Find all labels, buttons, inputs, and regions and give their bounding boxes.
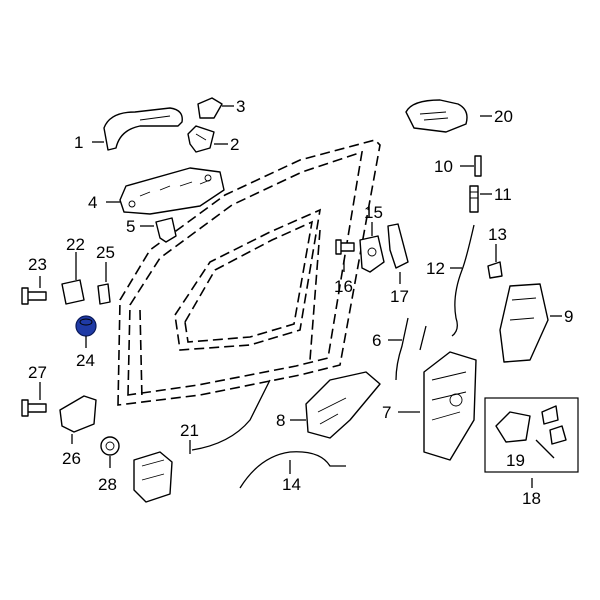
part-grommet-28 bbox=[100, 436, 120, 456]
callout-6: 6 bbox=[372, 331, 381, 350]
callout-26: 26 bbox=[62, 449, 81, 468]
callout-18: 18 bbox=[522, 489, 541, 508]
part-hinge-26 bbox=[59, 395, 97, 433]
part-rod-6 bbox=[395, 317, 409, 381]
callout-13: 13 bbox=[488, 225, 507, 244]
part-bolt-27 bbox=[21, 399, 47, 417]
part-bolt-23 bbox=[21, 287, 47, 305]
part-cable-14 bbox=[239, 451, 346, 489]
callout-8: 8 bbox=[276, 411, 285, 430]
callout-23-25: 25 bbox=[96, 243, 115, 262]
callout-4: 4 bbox=[88, 193, 97, 212]
callout-14: 14 bbox=[282, 475, 301, 494]
part-bracket-8 bbox=[305, 371, 381, 439]
part-door-latch bbox=[419, 325, 477, 461]
callout-19: 19 bbox=[506, 451, 525, 470]
callout-22: 22 bbox=[66, 235, 85, 254]
part-outside-handle bbox=[103, 107, 183, 151]
callout-5: 5 bbox=[126, 217, 135, 236]
part-handle-cover bbox=[197, 97, 223, 119]
part-pin-11 bbox=[469, 185, 479, 213]
part-cap-24-highlighted bbox=[75, 315, 97, 337]
part-striker-plate bbox=[359, 235, 385, 273]
part-actuator-21 bbox=[133, 379, 271, 503]
callout-12: 12 bbox=[426, 259, 445, 278]
part-handle-bracket bbox=[119, 167, 225, 215]
callout-20: 20 bbox=[494, 107, 513, 126]
part-bolt-16 bbox=[335, 239, 355, 255]
leader-lines bbox=[39, 105, 562, 474]
callout-27: 27 bbox=[28, 363, 47, 382]
callout-21: 21 bbox=[180, 421, 199, 440]
callout-11: 11 bbox=[494, 185, 512, 204]
part-handle-cap bbox=[187, 125, 215, 153]
part-kit-box-18 bbox=[484, 397, 579, 488]
callout-16: 16 bbox=[334, 277, 353, 296]
callout-17: 17 bbox=[390, 287, 409, 306]
part-bracket-clip bbox=[155, 217, 177, 243]
part-pin-10 bbox=[474, 155, 482, 177]
part-rod-12 bbox=[451, 224, 475, 337]
callout-1: 1 bbox=[74, 133, 83, 152]
part-clip-25 bbox=[97, 283, 111, 305]
callout-2: 2 bbox=[230, 135, 239, 154]
part-hinge-22 bbox=[61, 279, 85, 305]
door-frame bbox=[117, 139, 381, 406]
callout-23: 23 bbox=[28, 255, 47, 274]
part-plate-17 bbox=[387, 223, 409, 269]
callout-9: 9 bbox=[564, 307, 573, 326]
part-key-fob bbox=[405, 99, 468, 133]
callout-3: 3 bbox=[236, 97, 245, 116]
callout-10: 10 bbox=[434, 157, 453, 176]
part-lock-cover bbox=[499, 283, 549, 363]
callout-7: 7 bbox=[382, 403, 391, 422]
callout-28: 28 bbox=[98, 475, 117, 494]
callout-24: 24 bbox=[76, 351, 95, 370]
part-grommet-13 bbox=[487, 261, 503, 279]
callout-15: 15 bbox=[364, 203, 383, 222]
